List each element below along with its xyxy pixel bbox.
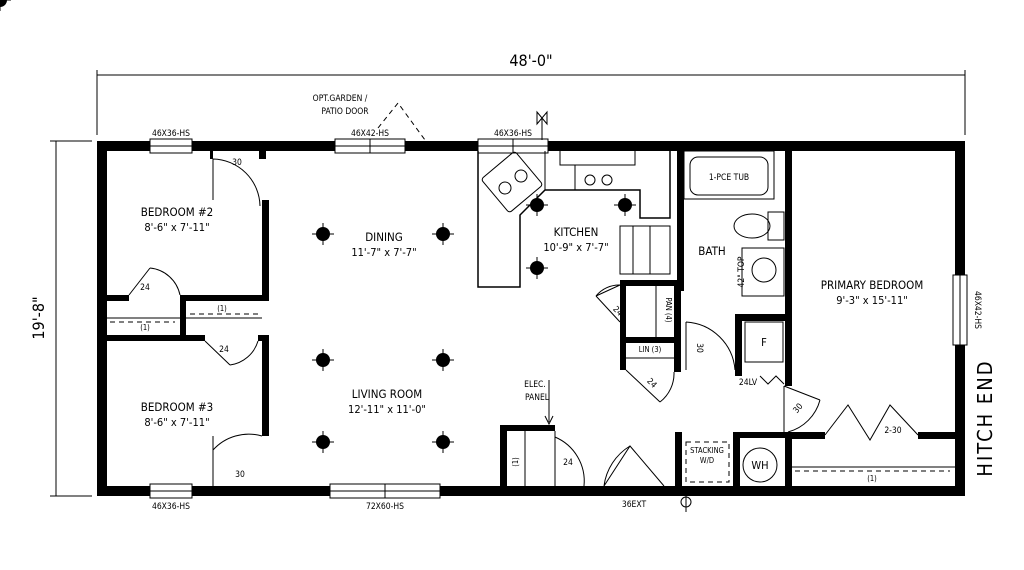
- dimension-width: 48'-0": [96, 51, 966, 135]
- svg-text:DINING: DINING: [365, 230, 403, 244]
- svg-text:STACKING: STACKING: [690, 446, 724, 455]
- svg-text:9'-3" x 15'-11": 9'-3" x 15'-11": [836, 294, 908, 307]
- svg-text:42" TOP: 42" TOP: [737, 256, 747, 287]
- svg-text:19'-8": 19'-8": [29, 296, 48, 339]
- light-fixtures: [0, 0, 637, 454]
- svg-text:OPT.GARDEN /: OPT.GARDEN /: [313, 94, 368, 104]
- laundry: STACKING W/D WH: [685, 441, 778, 483]
- svg-text:KITCHEN: KITCHEN: [554, 225, 599, 239]
- doors: 30 30 24 24 24 24 30 30 24: [128, 158, 919, 487]
- hitch-end-label: HITCH END: [973, 359, 997, 476]
- bath-fixtures: 1-PCE TUB 42" TOP F 24LV: [683, 150, 785, 388]
- svg-text:24: 24: [140, 283, 150, 293]
- svg-text:LIVING ROOM: LIVING ROOM: [352, 387, 422, 401]
- ext-door-label: 36EXT: [622, 500, 647, 510]
- svg-text:PANEL: PANEL: [525, 393, 550, 403]
- svg-text:WH: WH: [751, 459, 768, 472]
- svg-text:LIN (3): LIN (3): [639, 345, 662, 354]
- room-bedroom-3: BEDROOM #3 8'-6" x 7'-11": [141, 400, 214, 429]
- svg-text:10'-9" x 7'-7": 10'-9" x 7'-7": [543, 241, 608, 254]
- room-bedroom-2: BEDROOM #2 8'-6" x 7'-11": [141, 205, 214, 234]
- svg-text:1-PCE TUB: 1-PCE TUB: [709, 173, 749, 183]
- window-label: 46X36-HS: [152, 129, 190, 139]
- room-dining: DINING 11'-7" x 7'-7": [351, 230, 416, 259]
- window-label: 46X36-HS: [152, 502, 190, 512]
- room-bath: BATH: [698, 244, 725, 258]
- dimension-depth: 19'-8": [29, 140, 92, 497]
- svg-text:F: F: [761, 336, 767, 349]
- svg-text:24: 24: [644, 377, 658, 391]
- room-living: LIVING ROOM 12'-11" x 11'-0": [348, 387, 426, 416]
- svg-text:BEDROOM #2: BEDROOM #2: [141, 205, 214, 219]
- window-label: 46X42-HS: [972, 291, 982, 329]
- kitchen-fixtures: [477, 151, 671, 288]
- elec-panel-note: ELEC. PANEL: [524, 380, 554, 426]
- svg-text:30: 30: [232, 158, 242, 168]
- garden-door-note: OPT.GARDEN / PATIO DOOR: [312, 94, 548, 143]
- room-primary-bedroom: PRIMARY BEDROOM 9'-3" x 15'-11": [821, 278, 924, 307]
- svg-text:PAN (4): PAN (4): [664, 298, 673, 323]
- windows: [149, 138, 968, 499]
- closets: (1) (1) (1) (1) PAN (4) LIN (3): [107, 286, 955, 486]
- svg-text:30: 30: [235, 470, 245, 480]
- svg-text:12'-11" x 11'-0": 12'-11" x 11'-0": [348, 403, 426, 416]
- svg-text:BATH: BATH: [698, 244, 725, 258]
- window-label: 46X42-HS: [351, 129, 389, 139]
- room-kitchen: KITCHEN 10'-9" x 7'-7": [543, 225, 608, 254]
- interior-walls: [107, 151, 955, 486]
- svg-text:(1): (1): [867, 474, 877, 483]
- svg-text:30: 30: [694, 343, 704, 353]
- svg-text:W/D: W/D: [700, 456, 714, 465]
- bifold-label: 2-30: [884, 426, 901, 436]
- svg-text:30: 30: [792, 402, 806, 416]
- svg-text:(1): (1): [140, 323, 150, 332]
- svg-text:BEDROOM #3: BEDROOM #3: [141, 400, 214, 414]
- svg-text:48'-0": 48'-0": [509, 51, 552, 70]
- svg-text:ELEC.: ELEC.: [524, 380, 546, 390]
- svg-text:24: 24: [219, 345, 229, 355]
- svg-text:11'-7" x 7'-7": 11'-7" x 7'-7": [351, 246, 416, 259]
- window-label: 72X60-HS: [366, 502, 404, 512]
- svg-text:24: 24: [563, 458, 573, 468]
- svg-text:(1): (1): [217, 304, 227, 313]
- svg-text:8'-6" x 7'-11": 8'-6" x 7'-11": [144, 221, 209, 234]
- svg-text:PATIO DOOR: PATIO DOOR: [321, 107, 369, 117]
- svg-text:8'-6" x 7'-11": 8'-6" x 7'-11": [144, 416, 209, 429]
- svg-text:(1): (1): [511, 457, 520, 467]
- window-label: 46X36-HS: [494, 129, 532, 139]
- svg-text:24LV: 24LV: [739, 378, 758, 388]
- hose-bib-icon: [680, 494, 692, 512]
- svg-text:PRIMARY BEDROOM: PRIMARY BEDROOM: [821, 278, 924, 292]
